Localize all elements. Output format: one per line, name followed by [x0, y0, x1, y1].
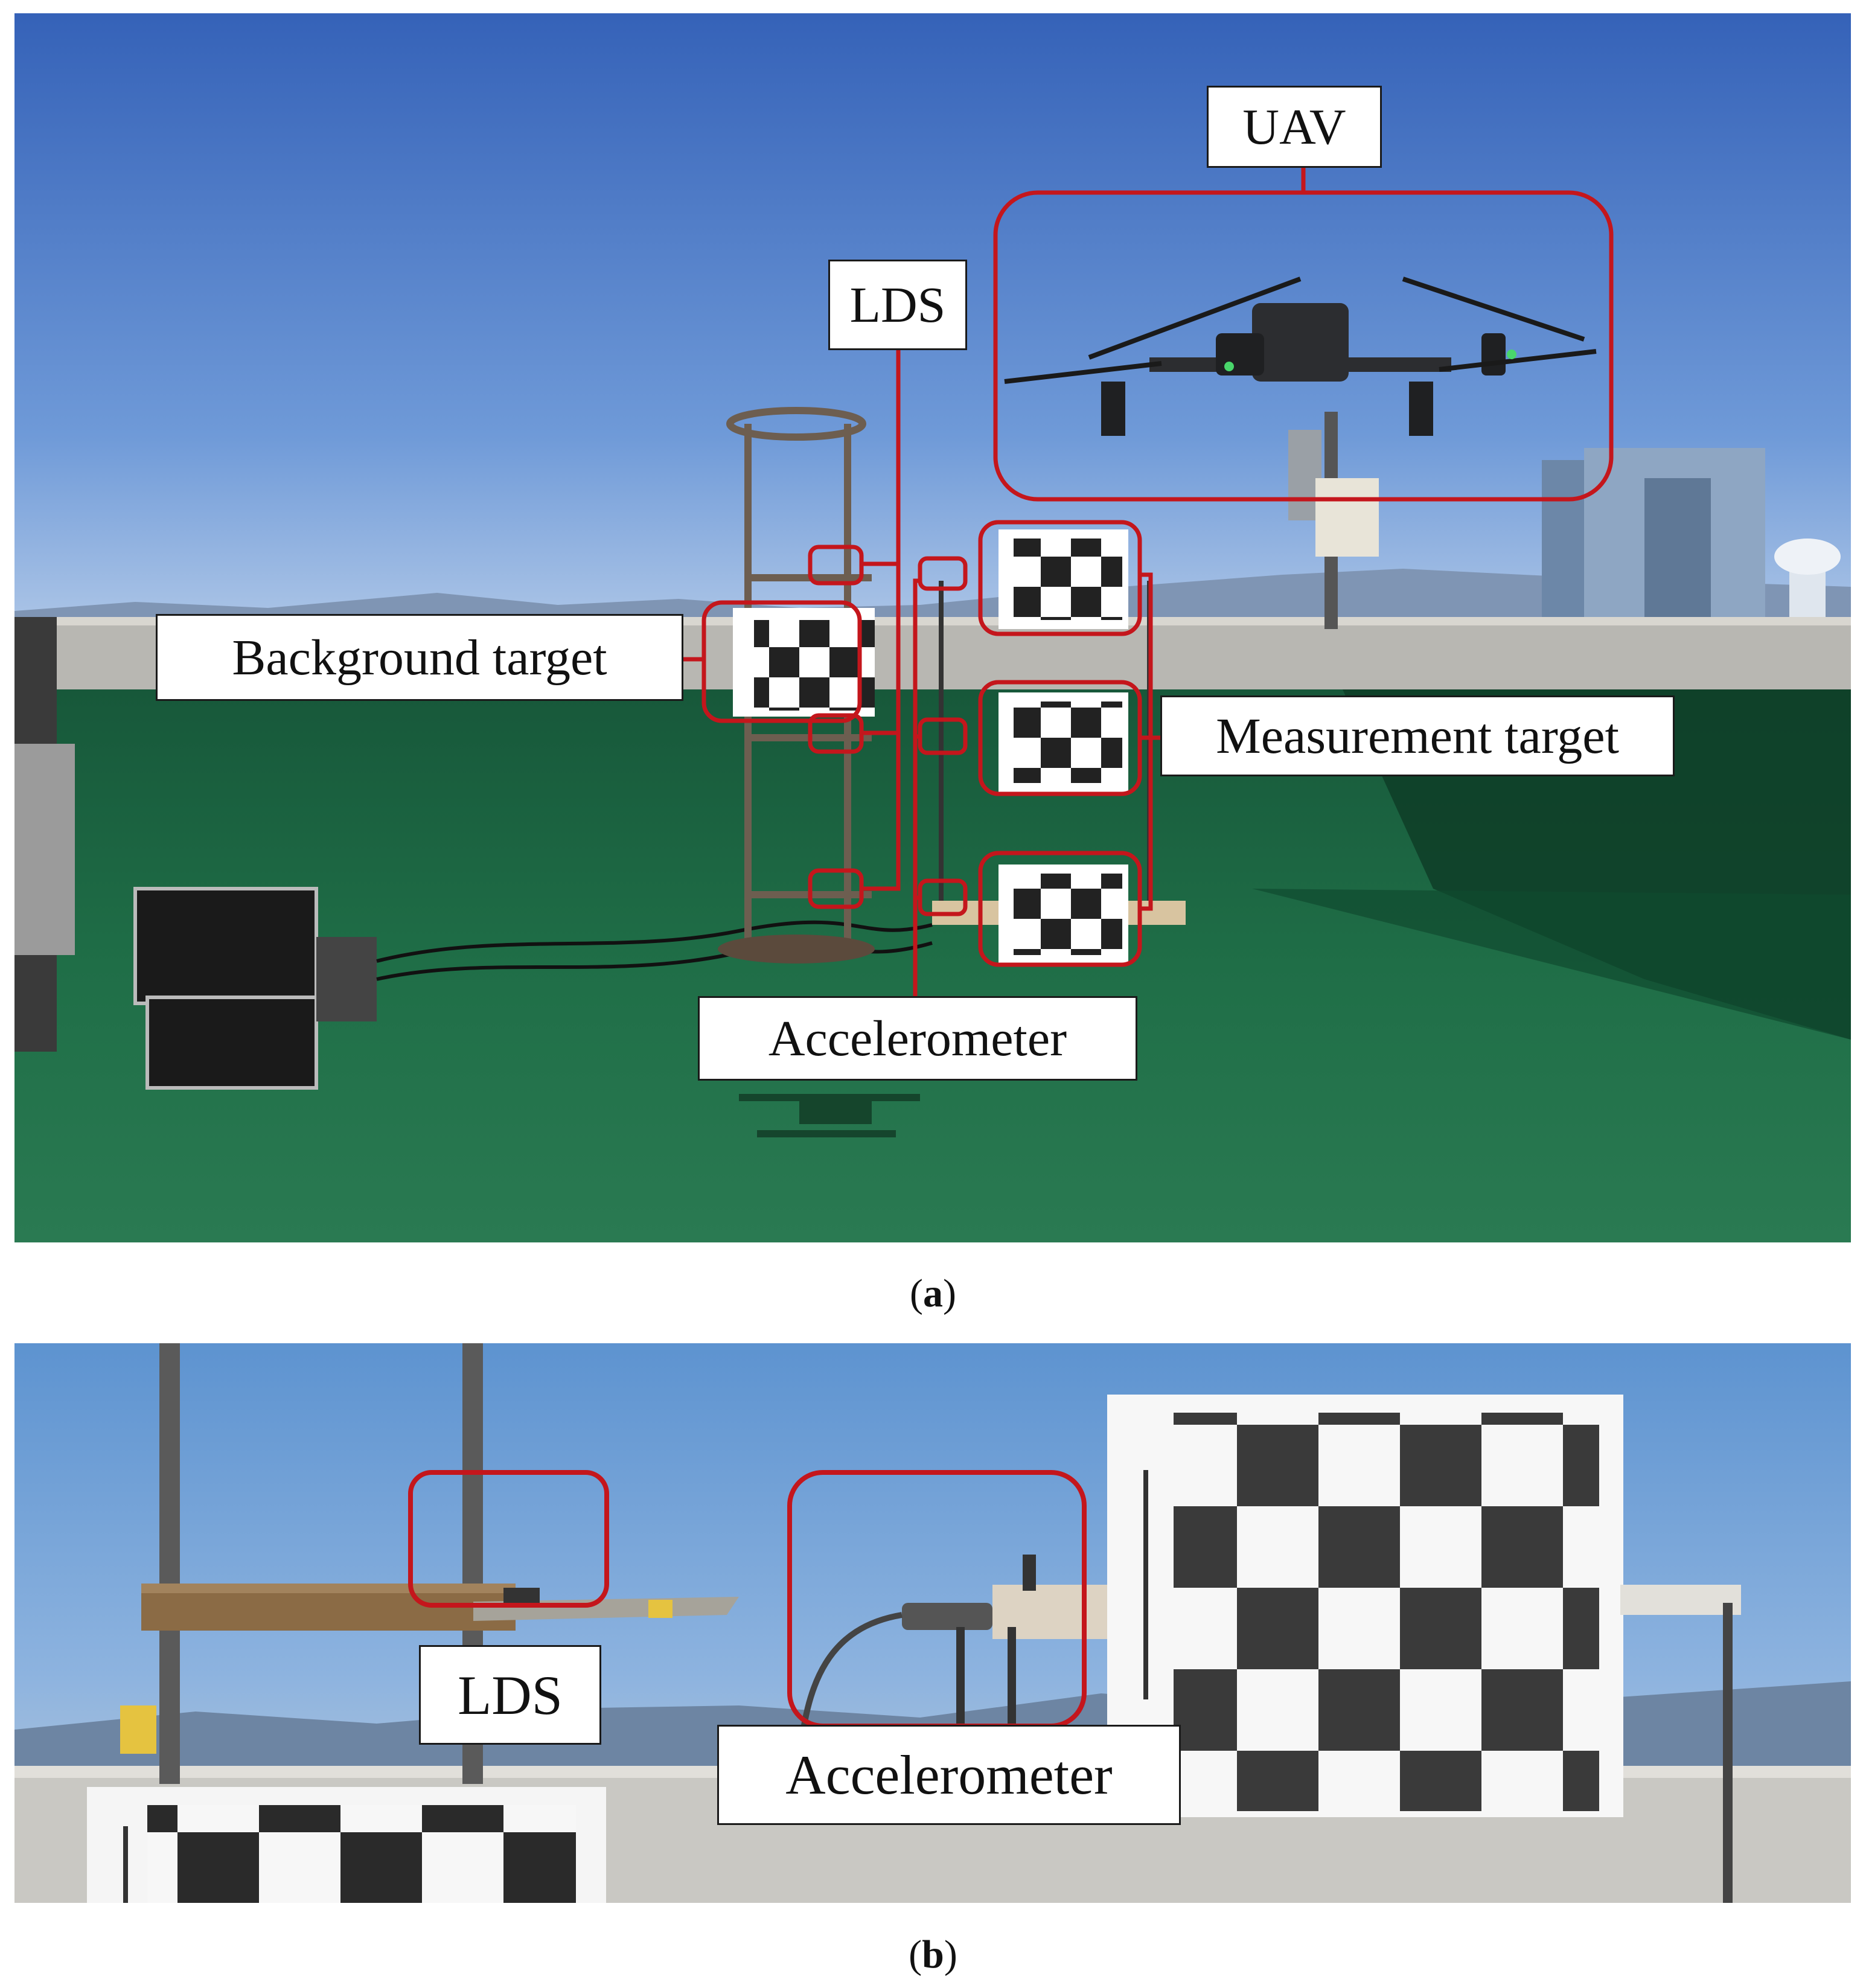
antenna-mast — [1288, 412, 1379, 629]
caption-a-letter: a — [923, 1271, 943, 1315]
buildings — [1542, 448, 1841, 629]
photo-panel-a: UAV LDS Background target Measurement ta… — [14, 13, 1851, 1242]
caption-b: (b) — [909, 1932, 957, 1977]
accelerometer-callout-box-top — [918, 556, 968, 591]
equipment-cart — [14, 617, 75, 1052]
uav-label: UAV — [1207, 86, 1382, 168]
measurement-target-board-middle — [999, 692, 1128, 792]
equipment-case — [133, 887, 377, 1090]
background-target-board — [87, 1787, 606, 1903]
accelerometer-label-b: Accelerometer — [717, 1725, 1181, 1825]
drone-shadow — [739, 1094, 920, 1137]
caption-b-letter: b — [922, 1932, 944, 1977]
photo-panel-b: LDS Accelerometer — [14, 1343, 1851, 1903]
caption-a: (a) — [910, 1271, 956, 1315]
measurement-target-board — [1107, 1395, 1623, 1817]
background-target-label: Background target — [156, 614, 683, 701]
background-target-callout-box — [701, 600, 862, 723]
measurement-target-board-top — [999, 529, 1128, 629]
mountains — [14, 569, 1851, 623]
rooftop-scene — [14, 13, 1851, 1242]
measurement-target-label: Measurement target — [1160, 695, 1675, 776]
lds-label: LDS — [828, 260, 967, 350]
lds-callout-box — [408, 1470, 609, 1608]
callout-annotations — [683, 166, 1614, 1058]
background-target-board — [733, 608, 875, 717]
lds-label-b: LDS — [419, 1645, 601, 1745]
uav-drone — [1004, 276, 1597, 436]
accelerometer-label: Accelerometer — [698, 996, 1137, 1081]
measurement-target-board-bottom — [999, 865, 1128, 964]
measurement-target-callout-box-top — [978, 520, 1142, 636]
